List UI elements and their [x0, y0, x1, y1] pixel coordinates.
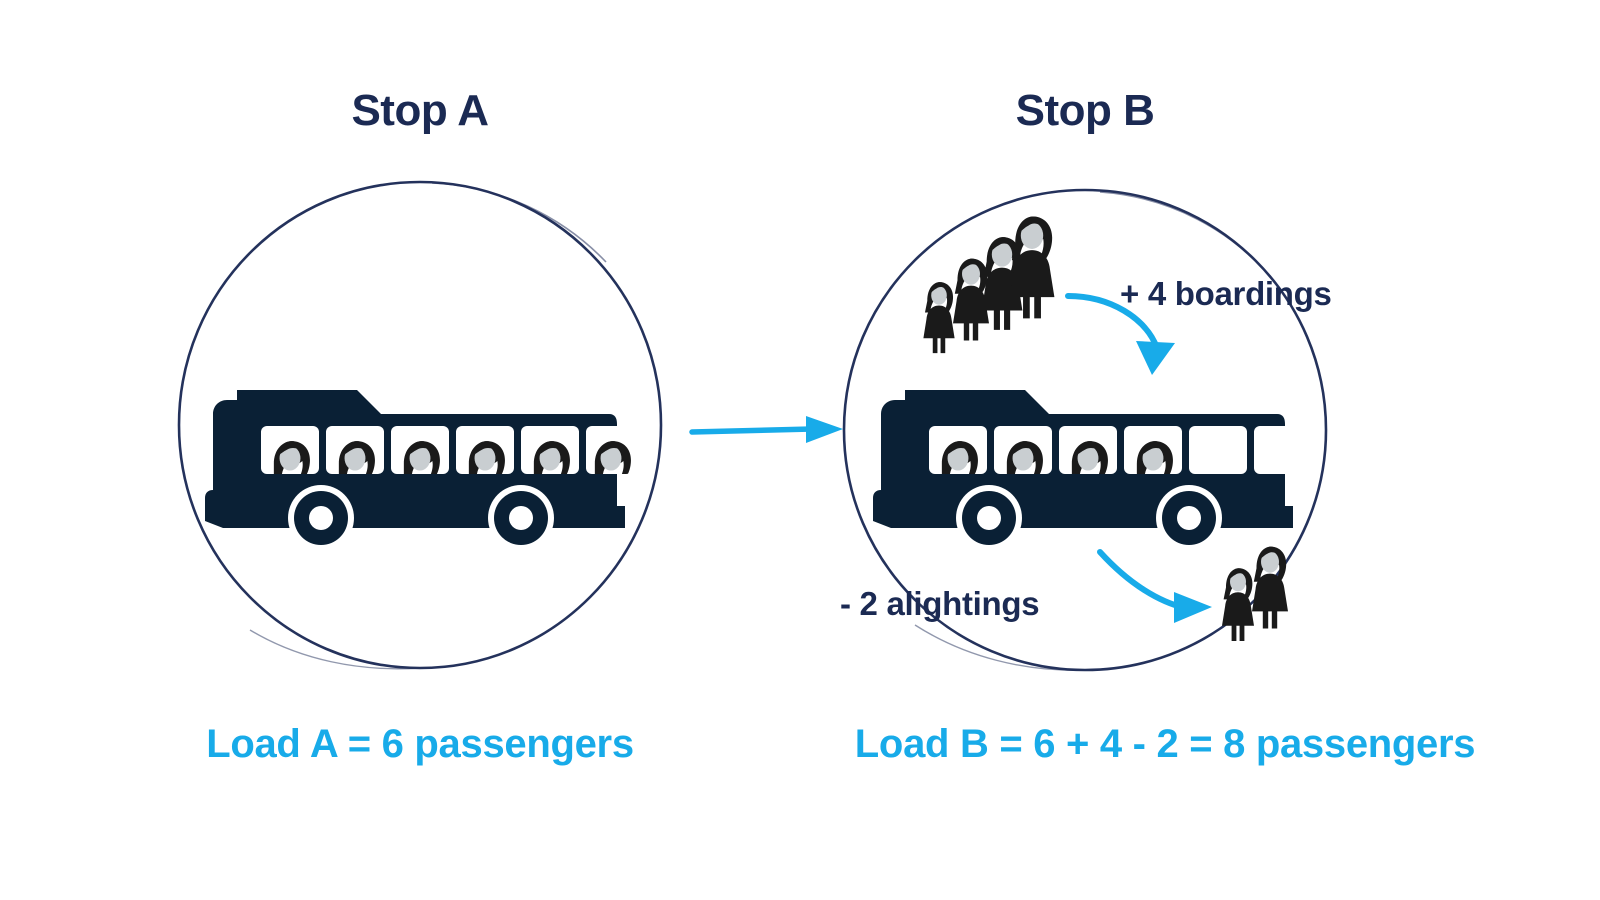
- alightings-annotation: - 2 alightings: [840, 585, 1040, 622]
- stop-a-panel: Stop A Load A = 6 passengers: [206, 86, 634, 766]
- stop-b-load-caption: Load B = 6 + 4 - 2 = 8 passengers: [854, 722, 1476, 766]
- boardings-annotation: + 4 boardings: [1120, 275, 1332, 312]
- stop-a-title: Stop A: [351, 86, 489, 135]
- stop-b-title: Stop B: [1015, 86, 1155, 135]
- stop-a-load-caption: Load A = 6 passengers: [206, 722, 634, 766]
